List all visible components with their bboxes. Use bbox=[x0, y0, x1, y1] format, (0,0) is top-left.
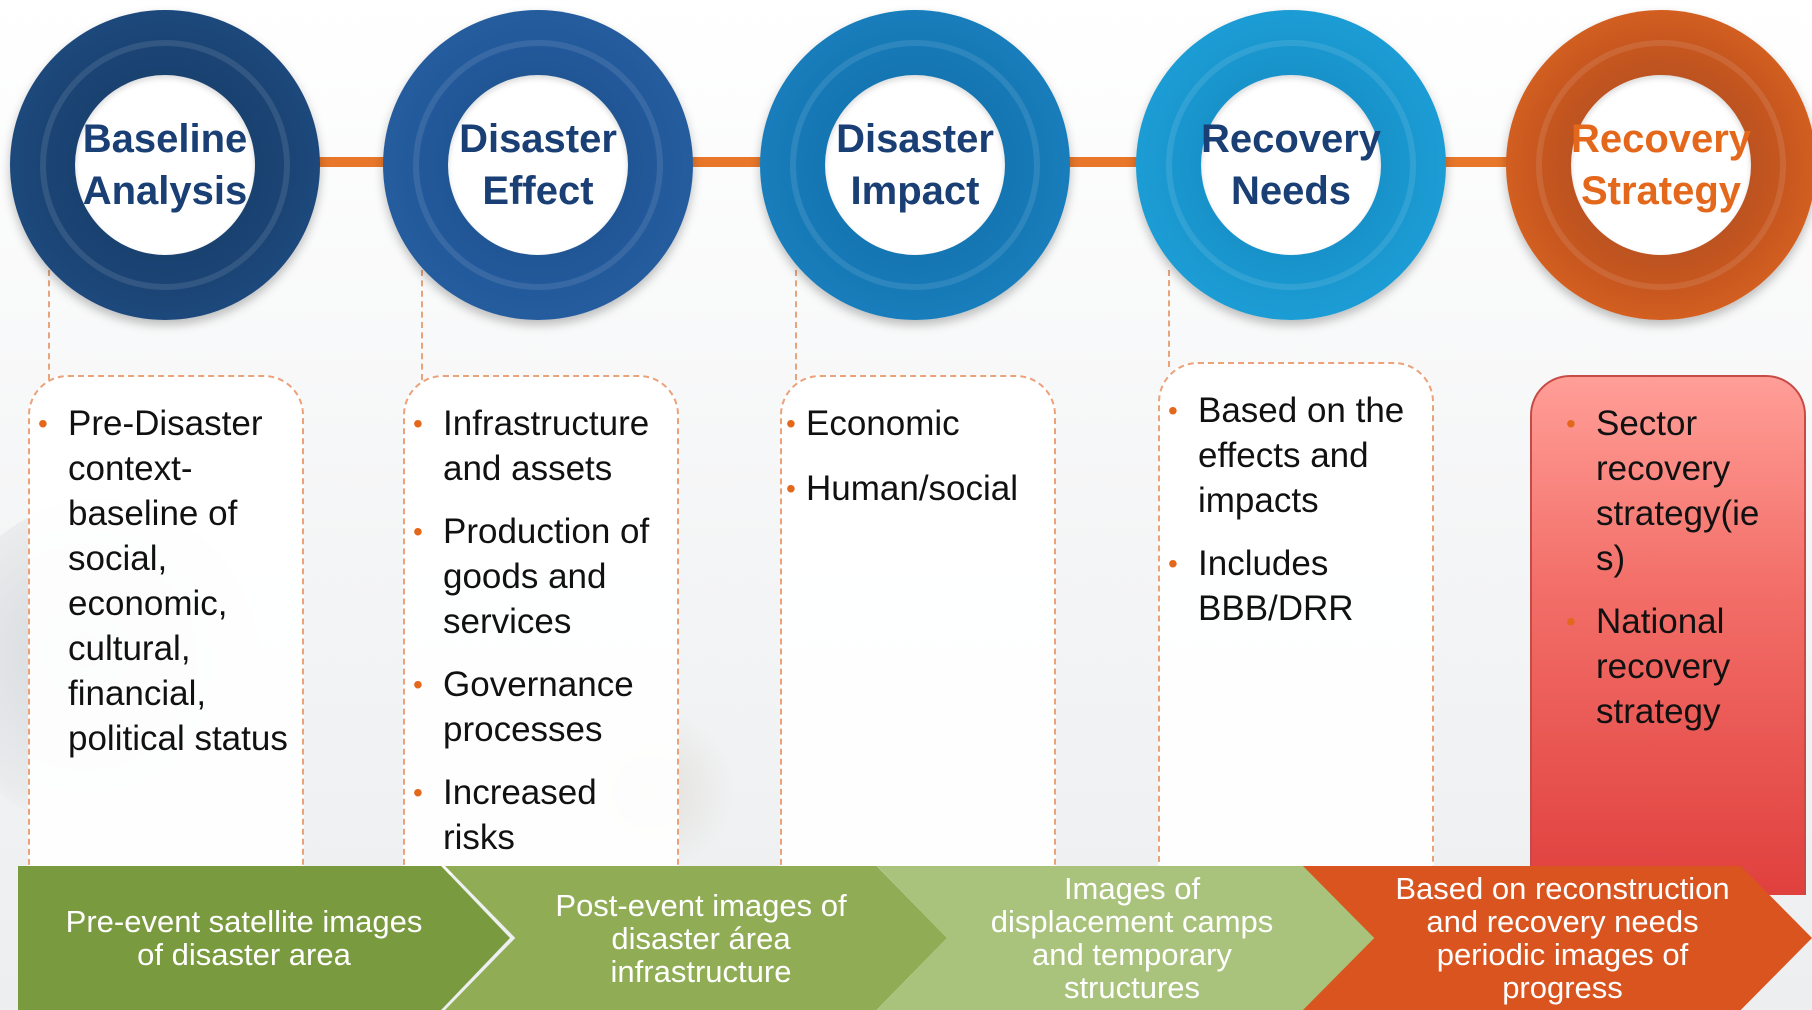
stage-recovery-strategy: Recovery Strategy bbox=[1506, 10, 1812, 320]
list-item: • Production of goods and services bbox=[405, 509, 673, 644]
list-item: • Economic bbox=[786, 401, 1054, 446]
list-item-text: Based on the effects and impacts bbox=[1198, 391, 1405, 520]
imagery-step-post-event: Post-event images of disaster área infra… bbox=[445, 866, 947, 1010]
bullet-icon: • bbox=[413, 777, 423, 808]
bullet-list: • Sector recovery strategy(ie s) • Nationa… bbox=[1532, 377, 1804, 734]
stage-recovery-needs: Recovery Needs bbox=[1136, 10, 1446, 320]
list-item: • Governance processes bbox=[405, 662, 673, 752]
list-item-text: Infrastructure and assets bbox=[443, 404, 650, 488]
connector-line-2 bbox=[680, 157, 780, 167]
card-disaster-effect: • Infrastructure and assets • Production o… bbox=[403, 375, 679, 875]
list-item-text: Includes BBB/DRR bbox=[1198, 544, 1354, 628]
list-item-text: National recovery strategy bbox=[1596, 602, 1731, 731]
imagery-step-periodic: Based on reconstruction and recovery nee… bbox=[1303, 866, 1812, 1010]
list-item-text: Pre-Disaster context- baseline of social… bbox=[68, 404, 288, 758]
imagery-step-text: Pre-event satellite images of disaster a… bbox=[65, 904, 423, 972]
stage-inner-circle: Baseline Analysis bbox=[75, 75, 255, 255]
list-item: • Sector recovery strategy(ie s) bbox=[1558, 401, 1796, 581]
stage-inner-circle: Disaster Impact bbox=[825, 75, 1005, 255]
bullet-list: • Based on the effects and impacts • Inclu… bbox=[1160, 364, 1432, 631]
list-item-text: Increased risks bbox=[443, 773, 597, 857]
bullet-icon: • bbox=[1566, 408, 1576, 439]
stage-title: Disaster Effect bbox=[459, 117, 617, 213]
bullet-icon: • bbox=[413, 408, 423, 439]
card-disaster-impact: • Economic • Human/social bbox=[780, 375, 1056, 875]
stage-inner-circle: Recovery Needs bbox=[1201, 75, 1381, 255]
stage-title: Recovery Strategy bbox=[1570, 117, 1752, 213]
list-item-text: Production of goods and services bbox=[443, 512, 650, 641]
bullet-icon: • bbox=[413, 669, 423, 700]
guide-line-1 bbox=[48, 270, 50, 380]
list-item: • Infrastructure and assets bbox=[405, 401, 673, 491]
bullet-icon: • bbox=[786, 473, 796, 504]
list-item-text: Human/social bbox=[806, 469, 1019, 508]
bullet-icon: • bbox=[1168, 395, 1178, 426]
bullet-icon: • bbox=[786, 408, 796, 439]
bullet-icon: • bbox=[413, 516, 423, 547]
list-item: • Based on the effects and impacts bbox=[1160, 388, 1426, 523]
list-item-text: Sector recovery strategy(ie s) bbox=[1596, 404, 1760, 578]
imagery-step-displacement: Images of displacement camps and tempora… bbox=[877, 866, 1377, 1010]
list-item: • Increased risks bbox=[405, 770, 673, 860]
stage-inner-circle: Recovery Strategy bbox=[1571, 75, 1751, 255]
connector-line-3 bbox=[1055, 157, 1155, 167]
bullet-list: • Pre-Disaster context- baseline of socia… bbox=[30, 377, 302, 761]
list-item: • Pre-Disaster context- baseline of socia… bbox=[30, 401, 296, 761]
stage-title: Disaster Impact bbox=[836, 117, 994, 213]
bullet-list: • Economic • Human/social bbox=[782, 377, 1054, 511]
connector-line-4 bbox=[1430, 157, 1530, 167]
card-baseline-analysis: • Pre-Disaster context- baseline of socia… bbox=[28, 375, 304, 875]
list-item: • Includes BBB/DRR bbox=[1160, 541, 1426, 631]
imagery-step-pre-event: Pre-event satellite images of disaster a… bbox=[18, 866, 510, 1010]
bullet-icon: • bbox=[1566, 606, 1576, 637]
list-item-text: Governance processes bbox=[443, 665, 634, 749]
imagery-step-text: Images of displacement camps and tempora… bbox=[990, 871, 1274, 1005]
list-item: • National recovery strategy bbox=[1558, 599, 1796, 734]
bullet-icon: • bbox=[1168, 548, 1178, 579]
bullet-list: • Infrastructure and assets • Production o… bbox=[405, 377, 677, 860]
guide-line-2 bbox=[421, 270, 423, 380]
guide-line-4 bbox=[1168, 270, 1170, 367]
stage-title: Baseline Analysis bbox=[82, 117, 248, 213]
guide-line-3 bbox=[795, 270, 797, 380]
stage-disaster-effect: Disaster Effect bbox=[383, 10, 693, 320]
stage-disaster-impact: Disaster Impact bbox=[760, 10, 1070, 320]
card-recovery-strategy: • Sector recovery strategy(ie s) • Nationa… bbox=[1530, 375, 1806, 895]
imagery-step-text: Post-event images of disaster área infra… bbox=[555, 887, 847, 989]
bullet-icon: • bbox=[38, 408, 48, 439]
imagery-step-text: Based on reconstruction and recovery nee… bbox=[1395, 871, 1730, 1005]
card-recovery-needs: • Based on the effects and impacts • Inclu… bbox=[1158, 362, 1434, 877]
stage-baseline-analysis: Baseline Analysis bbox=[10, 10, 320, 320]
stage-title: Recovery Needs bbox=[1200, 117, 1382, 213]
stage-inner-circle: Disaster Effect bbox=[448, 75, 628, 255]
list-item: • Human/social bbox=[786, 466, 1054, 511]
connector-line-1 bbox=[300, 157, 400, 167]
list-item-text: Economic bbox=[806, 404, 960, 443]
